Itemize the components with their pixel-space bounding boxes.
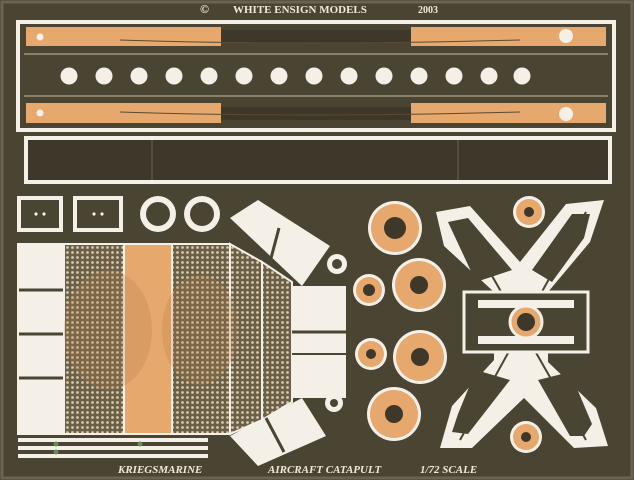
copyright-symbol: © — [200, 2, 209, 16]
small-plate-right — [73, 196, 123, 232]
mesh-platform-part — [17, 200, 346, 466]
ring-part — [140, 196, 220, 232]
footer-right: 1/72 SCALE — [420, 464, 477, 476]
small-plate-left — [17, 196, 63, 232]
thin-strip-parts — [18, 438, 208, 458]
footer-left: KRIEGSMARINE — [117, 464, 202, 476]
brass-disc-set — [353, 196, 545, 453]
brand-title: WHITE ENSIGN MODELS — [233, 4, 367, 16]
rail-side-strip — [24, 136, 612, 184]
small-washer — [325, 254, 347, 412]
cross-frame-part — [436, 200, 608, 448]
catapult-rail-part — [16, 20, 616, 132]
year-label: 2003 — [418, 5, 438, 16]
footer-center: AIRCRAFT CATAPULT — [267, 464, 382, 476]
